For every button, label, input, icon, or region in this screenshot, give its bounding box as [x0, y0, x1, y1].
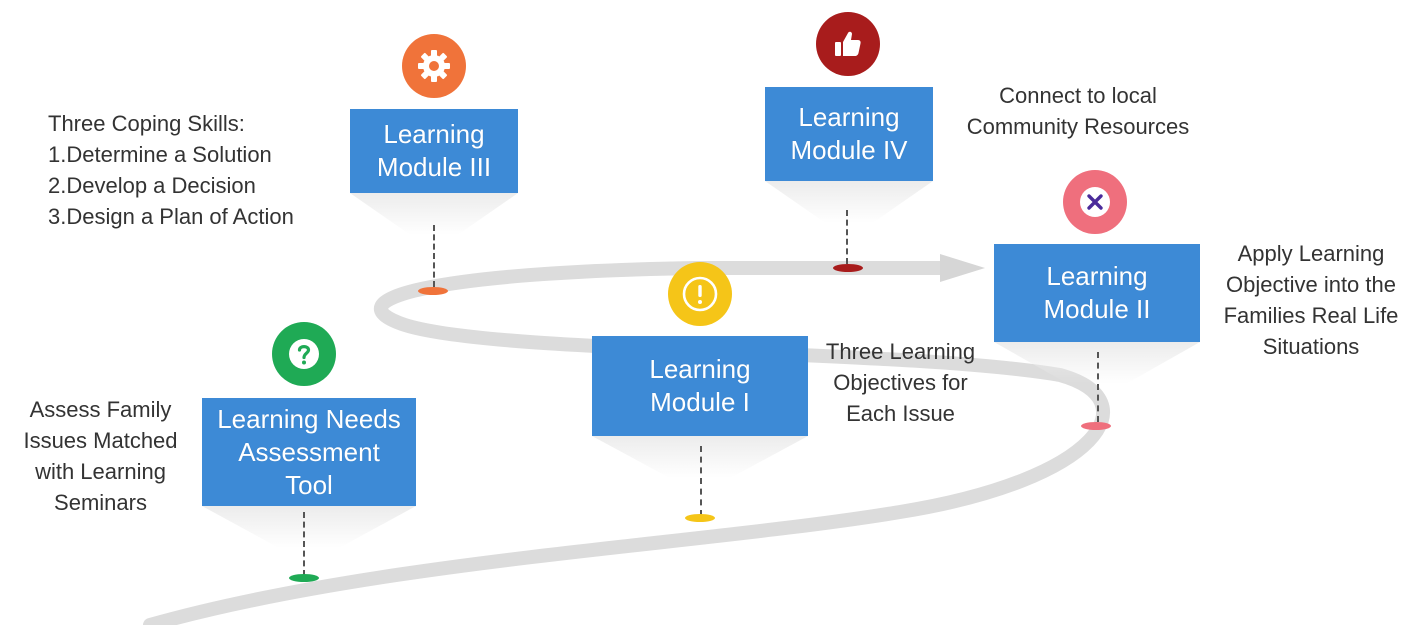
- assessment-box: Learning Needs Assessment Tool: [202, 398, 416, 506]
- module-3-note: Three Coping Skills: 1.Determine a Solut…: [48, 111, 294, 229]
- module-1-pin: [685, 514, 715, 522]
- assessment-pin: [289, 574, 319, 582]
- thumbs-up-icon: [816, 12, 880, 76]
- module-2-pin: [1081, 422, 1111, 430]
- exclamation-icon: [668, 262, 732, 326]
- module-4-note: Connect to local Community Resources: [966, 83, 1190, 139]
- cross-icon: [1063, 170, 1127, 234]
- module-4-pin: [833, 264, 863, 272]
- module-4-box: Learning Module IV: [765, 87, 933, 181]
- gear-icon: [402, 34, 466, 98]
- assessment-stem: [303, 512, 305, 576]
- module-3-stem: [433, 225, 435, 287]
- assessment-note: Assess Family Issues Matched with Learni…: [23, 397, 178, 515]
- module-1-stem: [700, 446, 702, 516]
- module-1-note: Three Learning Objectives for Each Issue: [825, 339, 976, 426]
- question-icon: [272, 322, 336, 386]
- module-4-stem: [846, 210, 848, 264]
- module-3-box: Learning Module III: [350, 109, 518, 193]
- module-1-box: Learning Module I: [592, 336, 808, 436]
- module-2-box: Learning Module II: [994, 244, 1200, 342]
- module-2-stem: [1097, 352, 1099, 422]
- module-3-pin: [418, 287, 448, 295]
- module-2-note: Apply Learning Objective into the Famili…: [1223, 241, 1399, 359]
- road-arrowhead: [940, 254, 985, 282]
